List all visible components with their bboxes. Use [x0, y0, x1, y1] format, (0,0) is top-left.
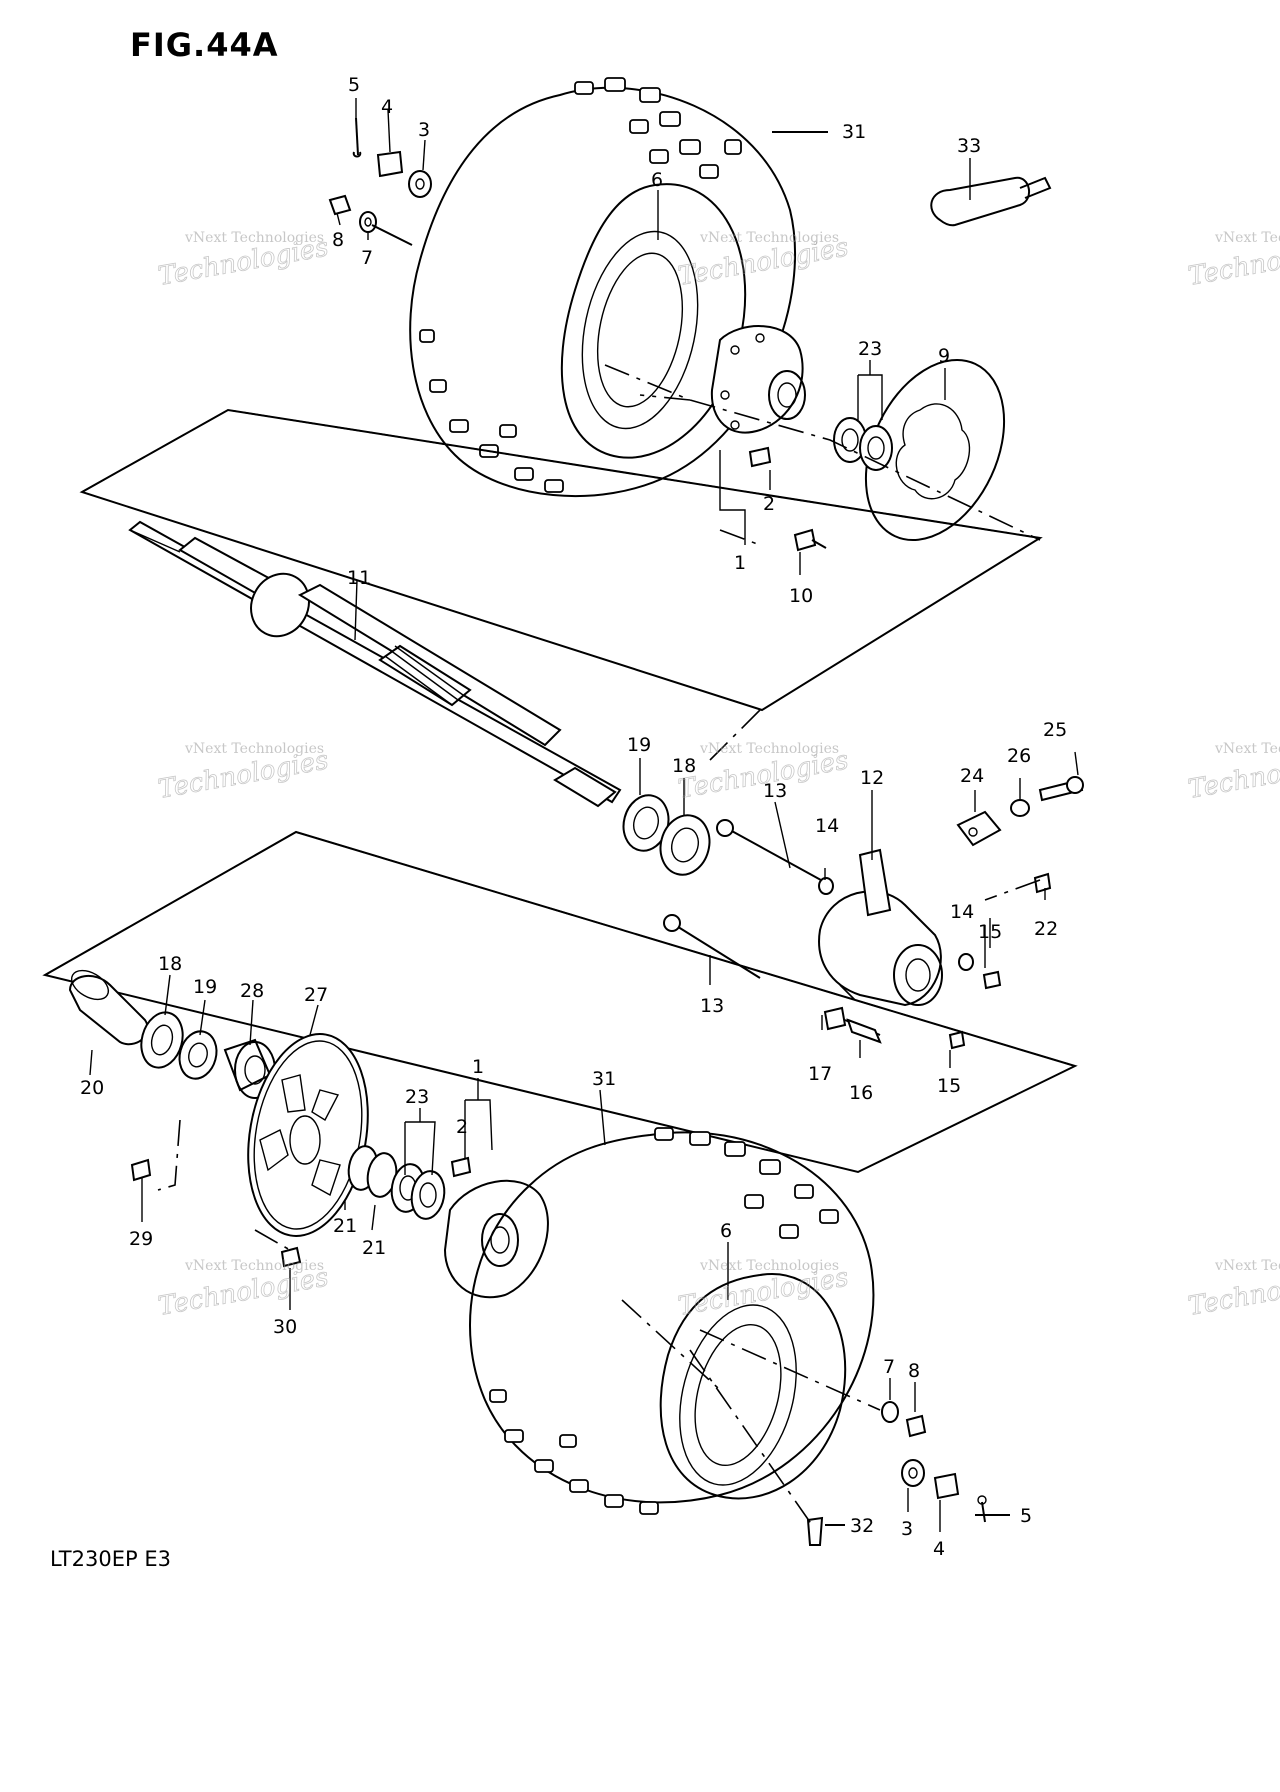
callout-15: 15 [978, 921, 1002, 943]
callout-13: 13 [763, 780, 787, 802]
watermark-text: vNext Technologies [184, 1258, 324, 1274]
model-label: LT230EP E3 [50, 1547, 171, 1571]
callout-27: 27 [304, 984, 328, 1006]
lower-bolts-29-30 [130, 1156, 472, 1268]
watermark-text: vNext Technologies [699, 741, 839, 757]
callout-5b: 5 [1020, 1505, 1032, 1527]
bottom-tire-tread [489, 1127, 839, 1515]
callout-12: 12 [860, 767, 884, 789]
top-bearings [833, 417, 893, 471]
watermark-text: vNext Technologies [1214, 230, 1280, 246]
rear-axle-shaft [128, 520, 622, 808]
callout-21: 21 [333, 1215, 357, 1237]
callout-8: 8 [332, 229, 344, 251]
callout-4: 4 [381, 96, 393, 118]
callout-1: 1 [734, 552, 746, 574]
callout-30: 30 [273, 1316, 297, 1338]
bottom-small-parts [806, 1401, 987, 1546]
callout-18b: 18 [158, 953, 182, 975]
top-tire [409, 77, 797, 497]
bottom-wheel-hub [443, 1179, 549, 1299]
callout-6: 6 [651, 169, 663, 191]
callout-25: 25 [1043, 719, 1067, 741]
callout-21b: 21 [362, 1237, 386, 1259]
callout-16: 16 [849, 1082, 873, 1104]
callout-23: 23 [858, 338, 882, 360]
callout-2b: 2 [456, 1116, 468, 1138]
callout-24: 24 [960, 765, 984, 787]
middle-bearings [622, 794, 711, 876]
lower-seals-21-23 [347, 1145, 446, 1220]
lower-assembly-box [42, 830, 1078, 1174]
leader-lines [89, 98, 1079, 1532]
callout-18: 18 [672, 755, 696, 777]
callout-5: 5 [348, 74, 360, 96]
callout-7b: 7 [883, 1356, 895, 1378]
callout-17: 17 [808, 1063, 832, 1085]
callout-31: 31 [842, 121, 866, 143]
callout-9: 9 [938, 345, 950, 367]
callout-31b: 31 [592, 1068, 616, 1090]
callout-6b: 6 [720, 1220, 732, 1242]
bottom-tire [469, 1127, 875, 1515]
callout-3: 3 [418, 119, 430, 141]
watermark-text: vNext Technologies [184, 230, 324, 246]
callout-32: 32 [850, 1515, 874, 1537]
watermark-text: vNext Technologies [1214, 1258, 1280, 1274]
callout-7: 7 [361, 247, 373, 269]
callout-14: 14 [815, 815, 839, 837]
callout-13b: 13 [700, 995, 724, 1017]
callout-11: 11 [347, 567, 371, 589]
figure-title: FIG.44A [130, 26, 279, 64]
spacer-20 [68, 969, 149, 1046]
callout-15b: 15 [937, 1075, 961, 1097]
housing-small-parts [818, 776, 1084, 1050]
callout-numbers: 5 4 3 8 7 6 31 33 23 9 2 1 10 11 19 18 1… [80, 74, 1067, 1560]
sprocket-27 [247, 1033, 369, 1237]
part-33 [930, 176, 1052, 227]
watermark-text: vNext Technologies [184, 741, 324, 757]
callout-3b: 3 [901, 1518, 913, 1540]
callout-23b: 23 [405, 1086, 429, 1108]
callout-14b: 14 [950, 901, 974, 923]
callout-33: 33 [957, 135, 981, 157]
callout-19: 19 [627, 734, 651, 756]
axle-housing [818, 848, 943, 1007]
callout-4b: 4 [933, 1538, 945, 1560]
callout-29: 29 [129, 1228, 153, 1250]
callout-20: 20 [80, 1077, 104, 1099]
callout-22: 22 [1034, 918, 1058, 940]
callout-26: 26 [1007, 745, 1031, 767]
callout-28: 28 [240, 980, 264, 1002]
watermark-text: vNext Technologies [1214, 741, 1280, 757]
top-tire-tread [419, 77, 742, 493]
top-small-parts [328, 117, 432, 233]
callout-19b: 19 [193, 976, 217, 998]
callout-2: 2 [763, 493, 775, 515]
brake-disc [864, 359, 1006, 541]
callout-8b: 8 [908, 1360, 920, 1382]
watermark-text: vNext Technologies [699, 1258, 839, 1274]
lower-bearings-left [140, 1011, 218, 1080]
watermark-text: vNext Technologies [699, 230, 839, 246]
long-bolts [663, 819, 831, 979]
callout-10: 10 [789, 585, 813, 607]
top-wheel-hub [710, 325, 806, 434]
top-bolts [748, 446, 827, 552]
callout-1b: 1 [472, 1056, 484, 1078]
